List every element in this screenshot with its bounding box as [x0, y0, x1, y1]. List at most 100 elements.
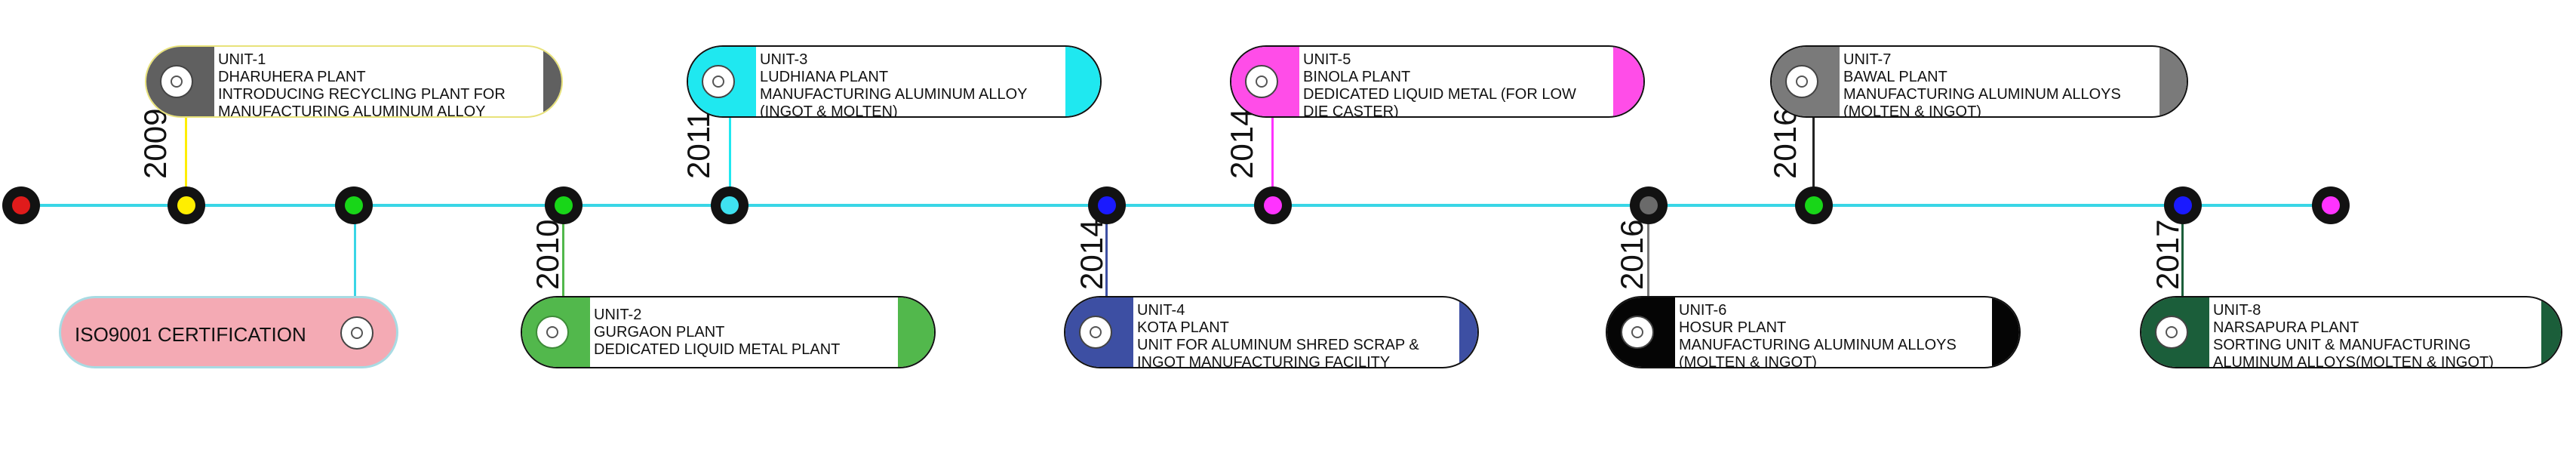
node-dot	[12, 196, 30, 214]
year-label: 2014	[1224, 108, 1259, 179]
ring-icon	[702, 65, 735, 98]
unit-desc: ALUMINUM ALLOYS(MOLTEN & INGOT)	[2213, 354, 2494, 368]
unit-card: UNIT-5 BINOLA PLANT DEDICATED LIQUID MET…	[1230, 45, 1645, 118]
unit-plant: GURGAON PLANT	[594, 324, 725, 341]
unit-card: UNIT-2 GURGAON PLANT DEDICATED LIQUID ME…	[521, 296, 936, 368]
node-dot	[1640, 196, 1658, 214]
unit-title: UNIT-2	[594, 307, 642, 323]
connector-iso	[354, 205, 356, 296]
unit-card: UNIT-8 NARSAPURA PLANT SORTING UNIT & MA…	[2140, 296, 2562, 368]
ring-icon	[1079, 316, 1112, 349]
connector-unit-1	[185, 113, 187, 205]
unit-desc: INGOT MANUFACTURING FACILITY	[1137, 354, 1391, 368]
connector-unit-6	[1647, 205, 1649, 296]
unit-text: UNIT-1 DHARUHERA PLANT INTRODUCING RECYC…	[218, 51, 528, 118]
unit-title: UNIT-8	[2213, 302, 2261, 319]
unit-color-cap	[2541, 297, 2561, 367]
timeline-axis	[15, 204, 2339, 207]
unit-title: UNIT-7	[1843, 51, 1892, 68]
node-dot	[2174, 196, 2192, 214]
timeline-node	[711, 186, 749, 224]
unit-title: UNIT-3	[760, 51, 808, 68]
timeline-node	[1795, 186, 1833, 224]
node-dot	[1098, 196, 1116, 214]
unit-color-cap	[543, 47, 561, 116]
connector-unit-3	[729, 113, 731, 205]
unit-desc: DEDICATED LIQUID METAL PLANT	[594, 341, 841, 358]
connector-unit-8	[2181, 205, 2184, 296]
unit-plant: HOSUR PLANT	[1679, 319, 1787, 336]
unit-desc: UNIT FOR ALUMINUM SHRED SCRAP &	[1137, 337, 1419, 353]
ring-icon	[1785, 65, 1818, 98]
unit-text: UNIT-6 HOSUR PLANT MANUFACTURING ALUMINU…	[1679, 302, 1986, 368]
unit-desc: MANUFACTURING ALUMINUM ALLOYS	[1843, 86, 2121, 103]
timeline-node	[2164, 186, 2202, 224]
unit-plant: NARSAPURA PLANT	[2213, 319, 2359, 336]
ring-icon	[160, 65, 193, 98]
ring-icon	[1245, 65, 1278, 98]
unit-text: UNIT-8 NARSAPURA PLANT SORTING UNIT & MA…	[2213, 302, 2528, 368]
unit-title: UNIT-6	[1679, 302, 1727, 319]
year-label: 2016	[1767, 108, 1803, 179]
node-dot	[1264, 196, 1282, 214]
unit-color-cap	[1065, 47, 1100, 116]
timeline-node	[2, 186, 40, 224]
unit-card: UNIT-4 KOTA PLANT UNIT FOR ALUMINUM SHRE…	[1064, 296, 1479, 368]
year-label: 2016	[1614, 219, 1649, 290]
unit-title: UNIT-5	[1303, 51, 1351, 68]
ring-icon	[536, 316, 569, 349]
ring-icon	[1621, 316, 1654, 349]
unit-plant: LUDHIANA PLANT	[760, 69, 889, 85]
timeline-node	[1088, 186, 1126, 224]
iso-certification-box: ISO9001 CERTIFICATION	[59, 296, 398, 368]
unit-text: UNIT-4 KOTA PLANT UNIT FOR ALUMINUM SHRE…	[1137, 302, 1444, 368]
unit-desc: DIE CASTER)	[1303, 103, 1399, 118]
connector-unit-4	[1105, 205, 1108, 296]
node-dot	[721, 196, 739, 214]
unit-desc: MANUFACTURING ALUMINUM ALLOYS	[1679, 337, 1957, 353]
unit-text: UNIT-5 BINOLA PLANT DEDICATED LIQUID MET…	[1303, 51, 1610, 118]
unit-desc: DEDICATED LIQUID METAL (FOR LOW	[1303, 86, 1576, 103]
unit-card: UNIT-3 LUDHIANA PLANT MANUFACTURING ALUM…	[687, 45, 1102, 118]
unit-desc: (MOLTEN & INGOT)	[1679, 354, 1817, 368]
year-label: 2011	[681, 110, 716, 179]
unit-text: UNIT-2 GURGAON PLANT DEDICATED LIQUID ME…	[594, 307, 901, 359]
year-label: 2014	[1074, 219, 1109, 290]
unit-color-cap	[1459, 297, 1477, 367]
timeline-node	[545, 186, 583, 224]
unit-desc: (MOLTEN & INGOT)	[1843, 103, 1981, 118]
node-dot	[177, 196, 195, 214]
unit-card: UNIT-7 BAWAL PLANT MANUFACTURING ALUMINU…	[1770, 45, 2188, 118]
timeline-node	[168, 186, 205, 224]
unit-plant: BINOLA PLANT	[1303, 69, 1411, 85]
unit-plant: KOTA PLANT	[1137, 319, 1229, 336]
iso-label: ISO9001 CERTIFICATION	[75, 323, 306, 346]
unit-title: UNIT-4	[1137, 302, 1185, 319]
connector-unit-2	[562, 205, 564, 296]
unit-text: UNIT-7 BAWAL PLANT MANUFACTURING ALUMINU…	[1843, 51, 2153, 118]
unit-color-cap	[898, 297, 934, 367]
year-label: 2017	[2150, 219, 2185, 290]
unit-card: UNIT-1 DHARUHERA PLANT INTRODUCING RECYC…	[145, 45, 563, 118]
unit-card: UNIT-6 HOSUR PLANT MANUFACTURING ALUMINU…	[1606, 296, 2021, 368]
unit-desc: MANUFACTURING ALUMINUM ALLOY	[218, 103, 486, 118]
connector-unit-7	[1812, 113, 1815, 205]
ring-icon	[340, 316, 373, 350]
timeline-node	[2312, 186, 2350, 224]
connector-unit-5	[1271, 113, 1274, 205]
unit-color-cap	[2159, 47, 2187, 116]
unit-title: UNIT-1	[218, 51, 266, 68]
unit-desc: INTRODUCING RECYCLING PLANT FOR	[218, 86, 506, 103]
node-dot	[555, 196, 573, 214]
node-dot	[2322, 196, 2340, 214]
unit-desc: MANUFACTURING ALUMINUM ALLOY	[760, 86, 1028, 103]
timeline-node	[1254, 186, 1292, 224]
timeline-node	[1630, 186, 1668, 224]
unit-plant: DHARUHERA PLANT	[218, 69, 366, 85]
unit-desc: (INGOT & MOLTEN)	[760, 103, 898, 118]
node-dot	[1805, 196, 1823, 214]
node-dot	[345, 196, 363, 214]
ring-icon	[2155, 316, 2188, 349]
year-label: 2010	[530, 219, 565, 290]
